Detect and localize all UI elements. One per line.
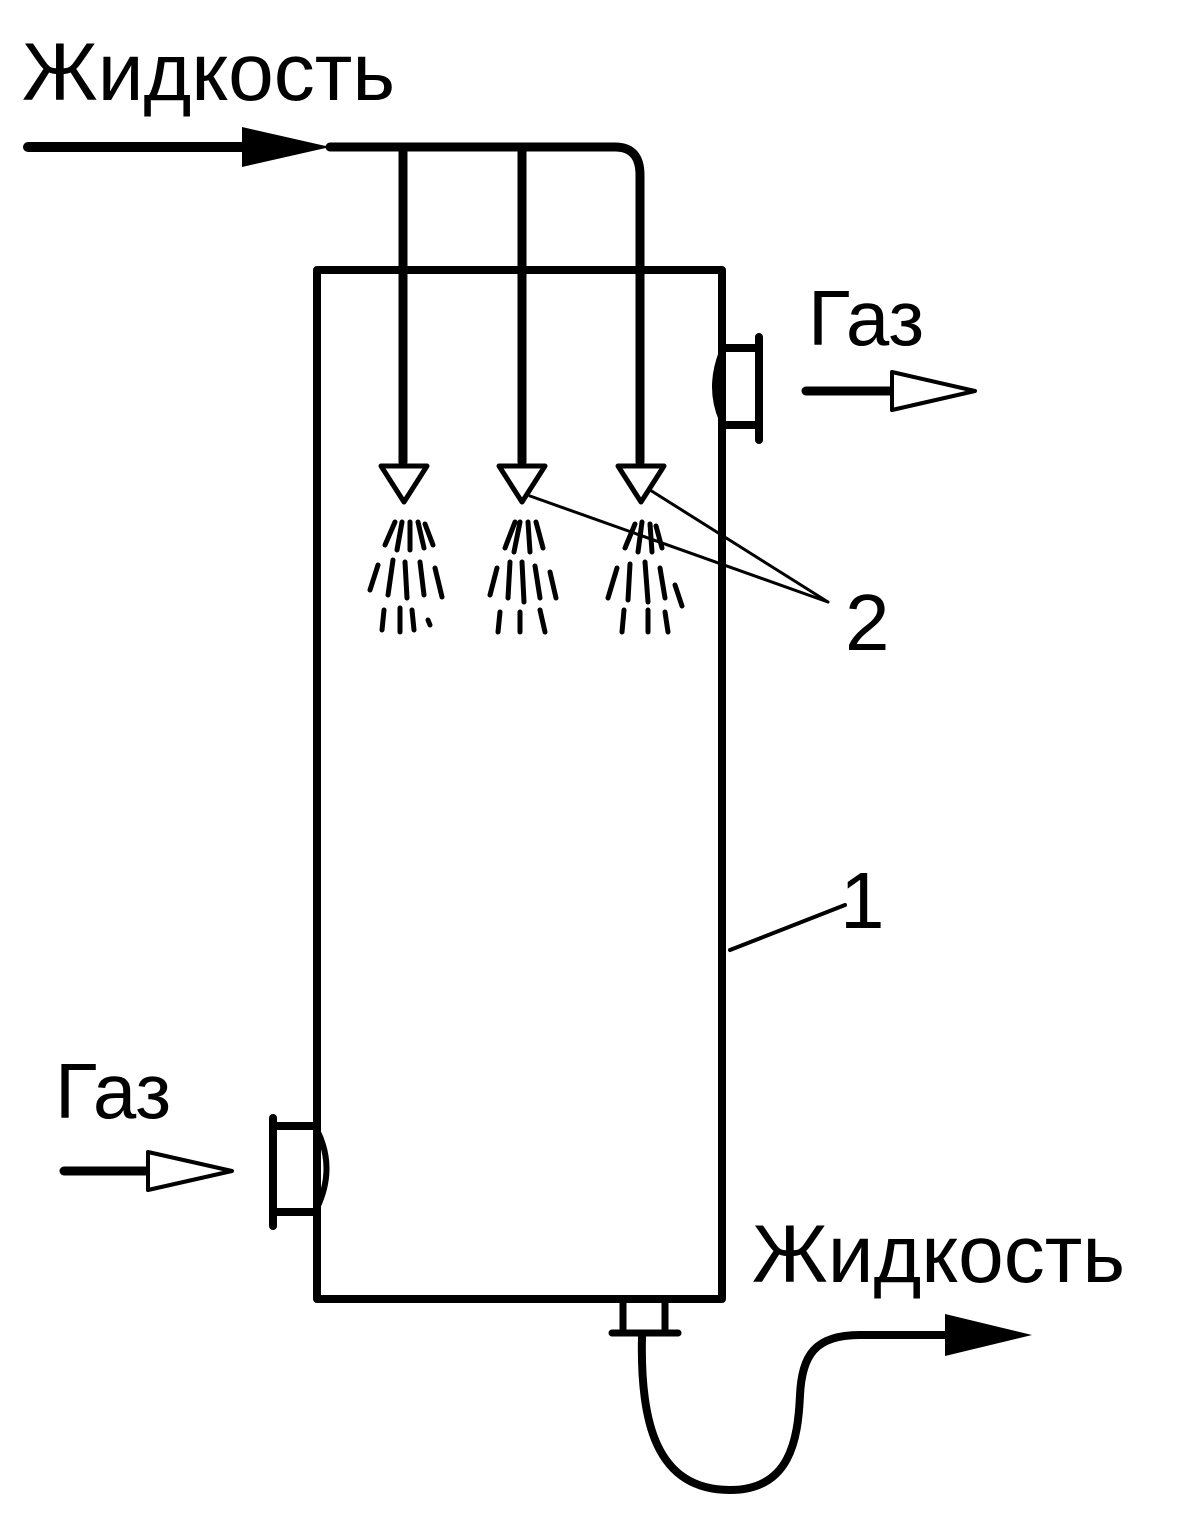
nozzles-leader-lines xyxy=(528,488,830,604)
spray-droplets-middle xyxy=(487,519,559,635)
liquid-header-pipe xyxy=(325,142,645,467)
liquid-inlet-label: Жидкость xyxy=(22,27,395,118)
spray-nozzle-left xyxy=(378,463,430,505)
gas-inlet-label: Газ xyxy=(55,1047,171,1135)
spray-droplets-left xyxy=(367,519,445,635)
gas-inlet-nozzle xyxy=(269,1114,330,1230)
gas-outlet-arrow xyxy=(801,370,977,412)
spray-droplets-right xyxy=(605,519,685,635)
liquid-outlet-nozzle xyxy=(608,1295,682,1337)
scrubber-vessel xyxy=(313,266,726,1303)
liquid-inlet-arrow xyxy=(23,127,330,167)
vessel-leader-line xyxy=(728,903,847,952)
liquid-outlet-label: Жидкость xyxy=(752,1209,1125,1300)
liquid-drain-pipe xyxy=(637,1331,954,1494)
nozzles-ref-number: 2 xyxy=(845,578,890,667)
gas-outlet-label: Газ xyxy=(808,274,924,362)
gas-outlet-nozzle xyxy=(712,333,763,444)
liquid-outlet-arrowhead xyxy=(945,1314,1032,1356)
vessel-ref-number: 1 xyxy=(840,856,885,945)
gas-inlet-arrow xyxy=(59,1150,234,1192)
spray-nozzle-right xyxy=(615,463,667,505)
spray-nozzle-middle xyxy=(496,463,548,505)
